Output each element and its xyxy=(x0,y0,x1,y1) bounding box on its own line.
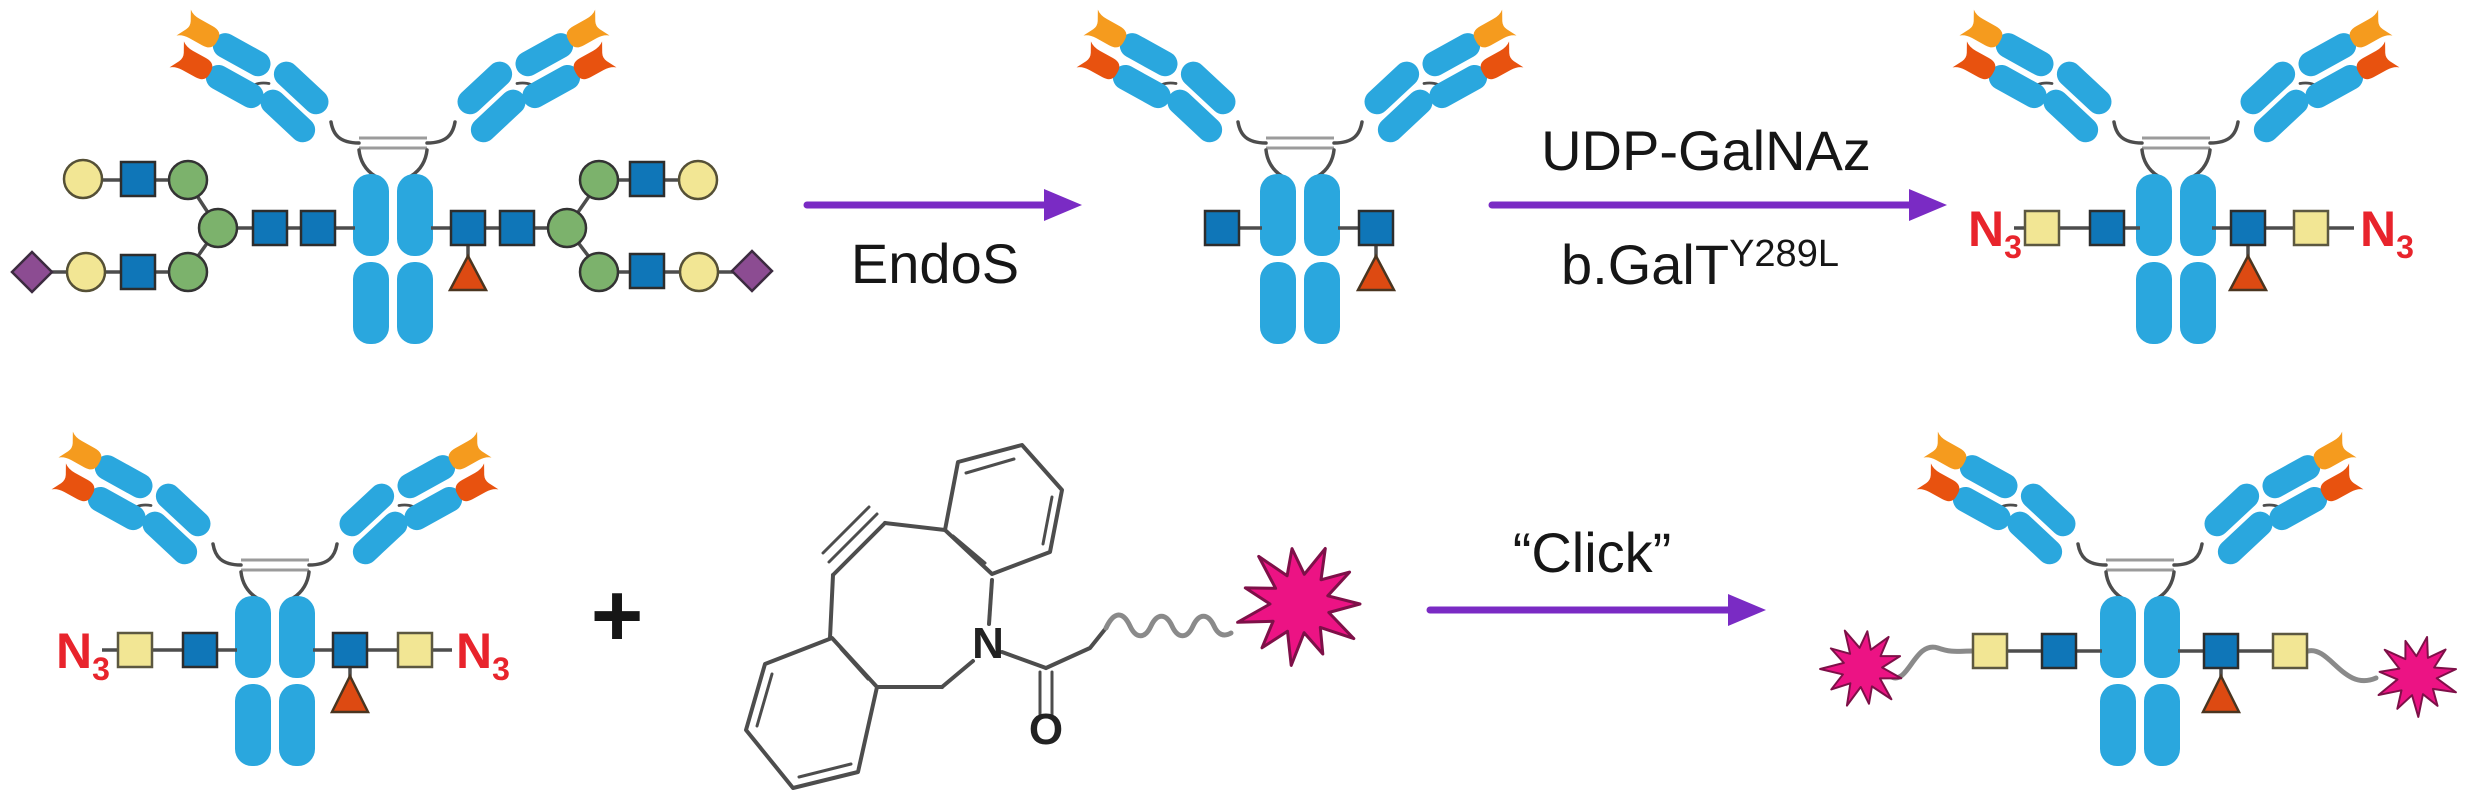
fucose-triangle xyxy=(2200,673,2242,714)
glcnac-square xyxy=(331,631,369,669)
antibody-body xyxy=(1934,0,2419,344)
glcnac-square xyxy=(2229,209,2267,247)
dbco-structure: N O xyxy=(744,443,1108,790)
glcnac-square xyxy=(2040,632,2078,670)
azide-label: N3 xyxy=(56,623,110,687)
dbco-fluorophore-reagent: N O xyxy=(744,443,1362,790)
glcnac-square xyxy=(449,209,487,247)
antibody-body xyxy=(33,409,518,766)
azide-label: N3 xyxy=(456,623,510,687)
antibody-trimmed xyxy=(1058,0,1543,344)
azide-label: N3 xyxy=(2360,201,2414,265)
glcnac-square xyxy=(181,631,219,669)
linker-squiggle xyxy=(1103,612,1234,639)
fluorophore-star xyxy=(1236,547,1362,667)
antibody-azide-bottom: N3 N3 xyxy=(33,409,518,766)
glcnac-square xyxy=(1203,209,1241,247)
galt-label: b.GalTY289L xyxy=(1561,233,1839,296)
mannose-circle xyxy=(167,159,209,201)
udp-galnaz-label: UDP-GalNAz xyxy=(1541,119,1871,182)
glcnac-square xyxy=(299,209,337,247)
galnaz-square xyxy=(1971,632,2009,670)
antibody-body xyxy=(151,0,636,344)
galactose-circle xyxy=(678,251,720,293)
endos-label: EndoS xyxy=(851,232,1019,295)
fluorophore-star xyxy=(1811,620,1912,719)
plus-sign: + xyxy=(591,566,644,666)
glcnac-square xyxy=(119,253,157,291)
mannose-circle xyxy=(578,251,620,293)
antibody-azide-top: N3 N3 xyxy=(1934,0,2419,344)
sialic-acid-diamond xyxy=(730,249,774,293)
mannose-circle xyxy=(197,207,239,249)
glcnac-square xyxy=(628,252,666,290)
glcnac-square xyxy=(119,160,157,198)
fucose-triangle xyxy=(1355,253,1397,292)
click-label: “Click” xyxy=(1513,521,1672,584)
galt-base-label: b.GalT xyxy=(1561,233,1729,296)
reaction-arrow-galt: UDP-GalNAz b.GalTY289L xyxy=(1488,119,1947,296)
galnaz-square xyxy=(116,631,154,669)
glcnac-square xyxy=(498,209,536,247)
galt-superscript: Y289L xyxy=(1729,233,1839,275)
antibody-body xyxy=(1058,0,1543,344)
galnaz-square xyxy=(2292,209,2330,247)
galnaz-square xyxy=(396,631,434,669)
antibody-fully-glycosylated xyxy=(10,0,774,344)
oxygen-atom-label: O xyxy=(1029,705,1063,754)
mannose-circle xyxy=(546,207,588,249)
glcnac-square xyxy=(251,209,289,247)
mannose-circle xyxy=(167,251,209,293)
sialic-acid-diamond xyxy=(10,250,54,294)
galactose-circle xyxy=(677,159,719,201)
galactose-circle xyxy=(62,158,104,200)
azide-label: N3 xyxy=(1968,201,2022,265)
glcnac-square xyxy=(2088,209,2126,247)
fucose-triangle xyxy=(2227,253,2269,292)
reaction-arrow-click: “Click” xyxy=(1426,521,1766,626)
nitrogen-atom-label: N xyxy=(972,619,1004,668)
fluorophore-star xyxy=(2369,632,2465,725)
glcnac-square xyxy=(1357,209,1395,247)
arrowhead-icon xyxy=(1909,189,1947,221)
galnaz-square xyxy=(2271,632,2309,670)
reaction-arrow-endos: EndoS xyxy=(803,189,1082,295)
glcnac-square xyxy=(628,160,666,198)
n-glycan-right xyxy=(431,159,774,293)
n-glycan-left xyxy=(10,158,355,294)
linker-squiggle xyxy=(2305,648,2379,683)
arrowhead-icon xyxy=(1044,189,1082,221)
fucose-triangle xyxy=(329,673,371,714)
antibody-body xyxy=(1898,409,2383,766)
mannose-circle xyxy=(578,159,620,201)
linker-squiggle xyxy=(1887,644,1976,681)
galactose-circle xyxy=(65,251,107,293)
antibody-conjugate-product xyxy=(1811,409,2465,766)
arrowhead-icon xyxy=(1728,594,1766,626)
galnaz-square xyxy=(2023,209,2061,247)
glcnac-square xyxy=(2202,632,2240,670)
fucose-triangle xyxy=(447,253,489,292)
